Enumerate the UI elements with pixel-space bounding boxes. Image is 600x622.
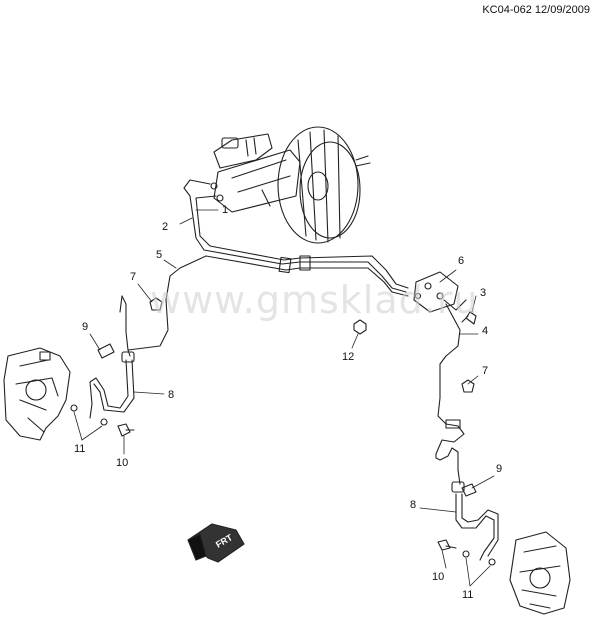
- leader-7b: [467, 375, 479, 385]
- leader-7a: [137, 283, 153, 303]
- callout-2: 2: [162, 221, 169, 233]
- master-cylinder-port: [210, 182, 218, 190]
- callout-12: 12: [342, 351, 355, 363]
- hose-fitting: [451, 481, 465, 493]
- callout-7-right: 7: [482, 365, 489, 377]
- washer-11: [100, 418, 108, 426]
- callout-11-right: 11: [462, 589, 474, 601]
- booster-ribs: [297, 129, 341, 243]
- right-front-brake: [437, 481, 571, 615]
- callout-1: 1: [222, 204, 229, 216]
- banjo-bolt-10: [117, 423, 135, 437]
- left-front-pipe: [119, 295, 131, 357]
- leader-11b: [465, 557, 491, 587]
- leader-lines: [73, 209, 495, 587]
- washer-11: [462, 550, 470, 558]
- reservoir-ribs: [245, 137, 257, 157]
- brake-pipe-4: [435, 303, 465, 485]
- brake-booster-hub: [307, 171, 329, 201]
- leader-9b: [471, 475, 495, 489]
- callout-6: 6: [458, 255, 465, 267]
- leader-5: [163, 259, 177, 269]
- callout-4: 4: [482, 325, 489, 337]
- washer-11: [70, 404, 78, 412]
- diagram-reference-code: KC04-062 12/09/2009: [482, 4, 590, 16]
- fluid-reservoir: [213, 133, 273, 169]
- hose-clip-9: [97, 343, 115, 359]
- bolt-7: [461, 379, 475, 393]
- right-front-pipe-assembly: [435, 303, 475, 485]
- brake-booster-face: [299, 141, 361, 239]
- callout-10-left: 10: [116, 457, 129, 469]
- callout-8-left: 8: [168, 389, 175, 401]
- leader-12: [351, 333, 359, 349]
- hose-fitting: [121, 351, 135, 363]
- leader-11a: [73, 411, 103, 441]
- brake-pipe-2: [183, 179, 407, 293]
- callout-3: 3: [480, 287, 487, 299]
- caliper-detail: [519, 545, 561, 609]
- booster-pushrod: [355, 155, 371, 167]
- brake-hose-8: [89, 359, 129, 419]
- leader-9a: [89, 333, 101, 351]
- callout-11-left: 11: [74, 443, 86, 455]
- bolt-7: [149, 297, 163, 311]
- hose-clip-9: [461, 483, 477, 497]
- brake-booster-assembly: [210, 126, 371, 244]
- pipe-clip: [445, 419, 461, 429]
- left-front-brake: [3, 343, 135, 441]
- brake-hose-8: [455, 493, 495, 561]
- leader-6: [439, 269, 457, 283]
- valve-bracket: [443, 299, 467, 311]
- callout-8-right: 8: [410, 499, 417, 511]
- master-cylinder-port: [216, 194, 224, 202]
- left-brake-caliper: [3, 347, 71, 441]
- callout-5: 5: [156, 249, 163, 261]
- brake-hose-8-outer: [461, 493, 499, 557]
- valve-port: [424, 282, 432, 290]
- leader-10b: [441, 549, 447, 569]
- leader-8b: [419, 507, 457, 513]
- bolt-3: [461, 311, 477, 325]
- main-brake-lines: [119, 179, 409, 357]
- leader-2: [179, 217, 193, 225]
- valve-body: [413, 271, 459, 313]
- brake-hose-8-outer: [93, 359, 135, 413]
- callout-7-left: 7: [130, 271, 137, 283]
- callout-9-left: 9: [82, 321, 89, 333]
- banjo-bolt-10: [437, 539, 457, 551]
- nut-12: [353, 319, 367, 335]
- washer-11: [488, 558, 496, 566]
- brake-pipe-1: [195, 195, 409, 289]
- callout-9-right: 9: [496, 463, 503, 475]
- leader-3: [471, 295, 477, 313]
- master-cylinder: [213, 149, 301, 213]
- leader-8a: [133, 391, 165, 395]
- caliper-piston: [25, 379, 47, 401]
- brake-pipe-5: [121, 255, 409, 351]
- brake-booster: [277, 126, 359, 244]
- front-direction-arrow: FRT: [187, 523, 245, 563]
- caliper-detail: [15, 359, 59, 433]
- arrow-head: [187, 533, 207, 561]
- reservoir-cap: [221, 137, 239, 149]
- caliper-bleeder: [39, 351, 51, 361]
- caliper-piston: [529, 567, 551, 589]
- valve-port: [414, 292, 422, 300]
- master-cylinder-detail: [231, 159, 291, 207]
- valve-port: [436, 292, 444, 300]
- right-brake-caliper: [509, 531, 571, 615]
- callout-10-right: 10: [432, 571, 445, 583]
- pipe-clip: [278, 256, 292, 274]
- pipe-clip: [299, 255, 311, 271]
- combination-valve: [413, 271, 467, 313]
